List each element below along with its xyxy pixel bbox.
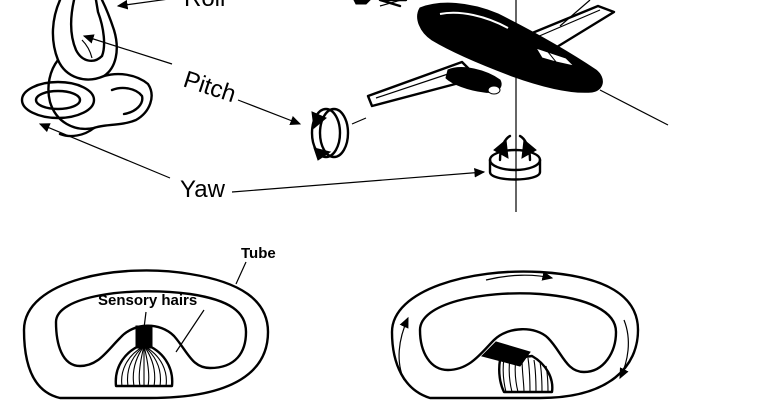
deflected-hair-strands: [502, 357, 549, 393]
sensory-hair-strands: [121, 345, 167, 387]
pitch-arrow-left: [82, 34, 173, 65]
yaw-arrow-right: [231, 167, 486, 193]
yaw-arrow-left: [38, 123, 171, 179]
yaw-rotation-icon: [488, 134, 542, 181]
yaw-label: Yaw: [180, 176, 226, 203]
sensory-hairs-label: Sensory hairs: [98, 292, 197, 309]
tube-rotating: [390, 270, 640, 400]
flow-arrow-top: [485, 271, 554, 281]
pitch-label: Pitch: [180, 66, 239, 108]
pitch-rotation-icon: [310, 107, 350, 161]
roll-label: Roll: [184, 0, 225, 12]
inner-ear-canals: [20, 0, 153, 138]
roll-arrow-right: [379, 0, 404, 7]
sensory-hairs-leader-right: [175, 309, 205, 353]
pitch-arrow-right: [237, 99, 302, 126]
flow-arrow-right: [619, 319, 629, 380]
tube-at-rest: [22, 269, 270, 400]
roll-arrow: [116, 0, 166, 10]
tube-label: Tube: [241, 245, 276, 262]
pitch-axis-tick: [351, 117, 367, 125]
flow-arrow-left: [398, 316, 409, 381]
sensory-hairs-leader-left: [143, 311, 147, 329]
airplane-illustration: [353, 0, 669, 212]
tube-leader-line: [235, 261, 247, 285]
